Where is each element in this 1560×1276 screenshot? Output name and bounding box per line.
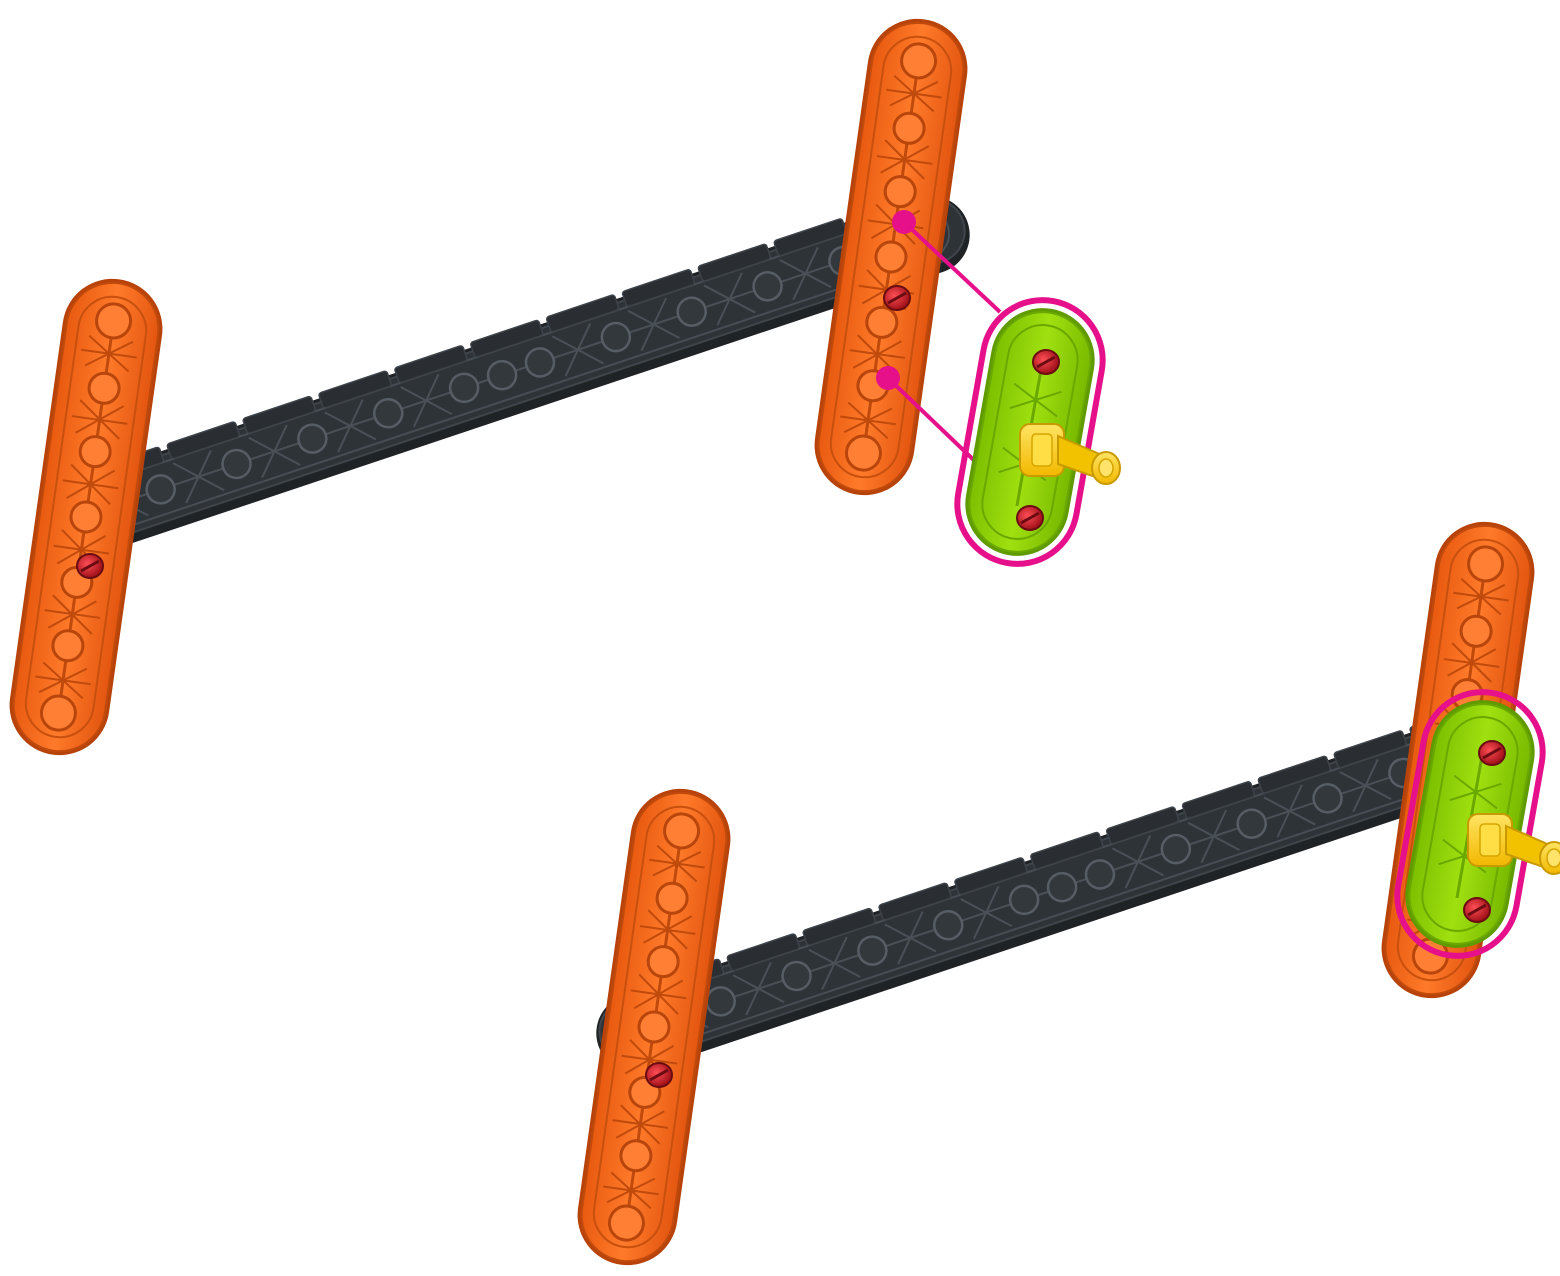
assembly-before (1, 10, 1121, 764)
red-pin-icon (75, 552, 105, 580)
assembly-after (569, 513, 1560, 1274)
green-beam-icon (954, 297, 1106, 567)
attach-point-icon (876, 366, 900, 390)
red-pin-icon (644, 1061, 674, 1089)
red-pin-icon (882, 284, 912, 312)
green-beam-icon (1394, 689, 1546, 959)
attach-point-icon (892, 210, 916, 234)
red-pin-icon (1015, 504, 1045, 532)
red-pin-icon (1462, 896, 1492, 924)
red-pin-icon (1477, 739, 1507, 767)
red-pin-icon (1031, 348, 1061, 376)
